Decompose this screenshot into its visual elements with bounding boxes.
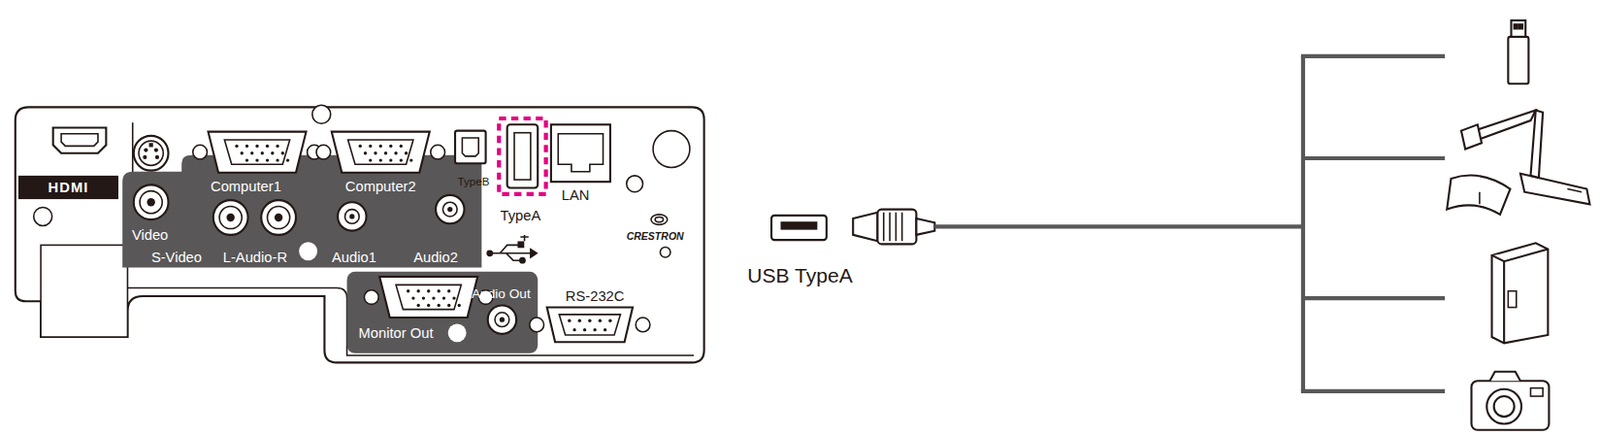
hdmi-logo: HDMI bbox=[48, 179, 90, 196]
s-video-port bbox=[133, 135, 169, 171]
port-label: Computer1 bbox=[210, 178, 282, 195]
hdmi-port-inner bbox=[61, 133, 98, 147]
computer2-port bbox=[316, 131, 446, 173]
audio-out-port bbox=[488, 304, 517, 333]
usb-cable-plug bbox=[852, 209, 935, 245]
port-label: L-Audio-R bbox=[223, 249, 288, 265]
port-label: RS-232C bbox=[565, 288, 625, 304]
audio-r-port bbox=[261, 199, 296, 235]
screw bbox=[448, 323, 467, 342]
pin-hole bbox=[603, 327, 607, 331]
usb-memory-icon bbox=[1507, 20, 1529, 84]
usb-symbol bbox=[487, 234, 537, 263]
lower-cover bbox=[40, 244, 128, 337]
highlight-frame bbox=[498, 118, 546, 195]
panel-housing bbox=[15, 106, 705, 362]
audio-l-port bbox=[213, 199, 249, 235]
pin-hole bbox=[572, 327, 576, 331]
port-label: Audio2 bbox=[413, 249, 458, 265]
screw bbox=[298, 241, 318, 261]
rs232c-port bbox=[529, 307, 651, 343]
lan-port bbox=[551, 124, 611, 182]
pin-hole bbox=[608, 319, 612, 323]
pin-hole bbox=[598, 319, 602, 323]
port-label: Audio1 bbox=[331, 249, 377, 265]
panel-inner-line bbox=[122, 122, 694, 356]
pin-hole bbox=[587, 319, 591, 323]
hard-disk-icon bbox=[1492, 242, 1549, 343]
crestron-logo: CRESTRON bbox=[626, 229, 685, 242]
computer1-port bbox=[193, 131, 323, 173]
hdmi-port bbox=[53, 127, 107, 153]
port-band bbox=[122, 155, 482, 268]
screw bbox=[626, 175, 644, 193]
hdmi-band bbox=[18, 175, 119, 199]
cable bbox=[934, 56, 1445, 392]
connector-label: USB TypeA bbox=[747, 263, 852, 287]
audio2-port bbox=[435, 195, 464, 224]
video-port bbox=[133, 184, 169, 220]
screw bbox=[33, 206, 53, 226]
pin-hole bbox=[592, 327, 596, 331]
port-label: S-Video bbox=[151, 249, 202, 265]
usb-typea-plug-face bbox=[771, 215, 827, 240]
monitor-band bbox=[347, 271, 539, 354]
usb-typea-port bbox=[498, 118, 546, 195]
sensor bbox=[653, 130, 690, 168]
screw bbox=[312, 104, 331, 124]
port-label: TypeB bbox=[457, 175, 490, 189]
audio1-port bbox=[337, 201, 366, 230]
port-label: LAN bbox=[561, 188, 590, 204]
digital-camera-icon bbox=[1470, 371, 1549, 430]
port-label: Monitor Out bbox=[359, 326, 434, 342]
port-label: TypeA bbox=[499, 208, 541, 225]
port-label: Computer2 bbox=[345, 178, 417, 195]
document-camera-icon bbox=[1446, 110, 1590, 215]
usb-typeb-port bbox=[455, 130, 487, 164]
port-label: Video bbox=[131, 228, 168, 244]
pin-hole bbox=[567, 319, 571, 323]
pin-hole bbox=[583, 327, 587, 331]
pin-hole bbox=[578, 319, 582, 323]
port-label: Audio Out bbox=[471, 286, 531, 301]
